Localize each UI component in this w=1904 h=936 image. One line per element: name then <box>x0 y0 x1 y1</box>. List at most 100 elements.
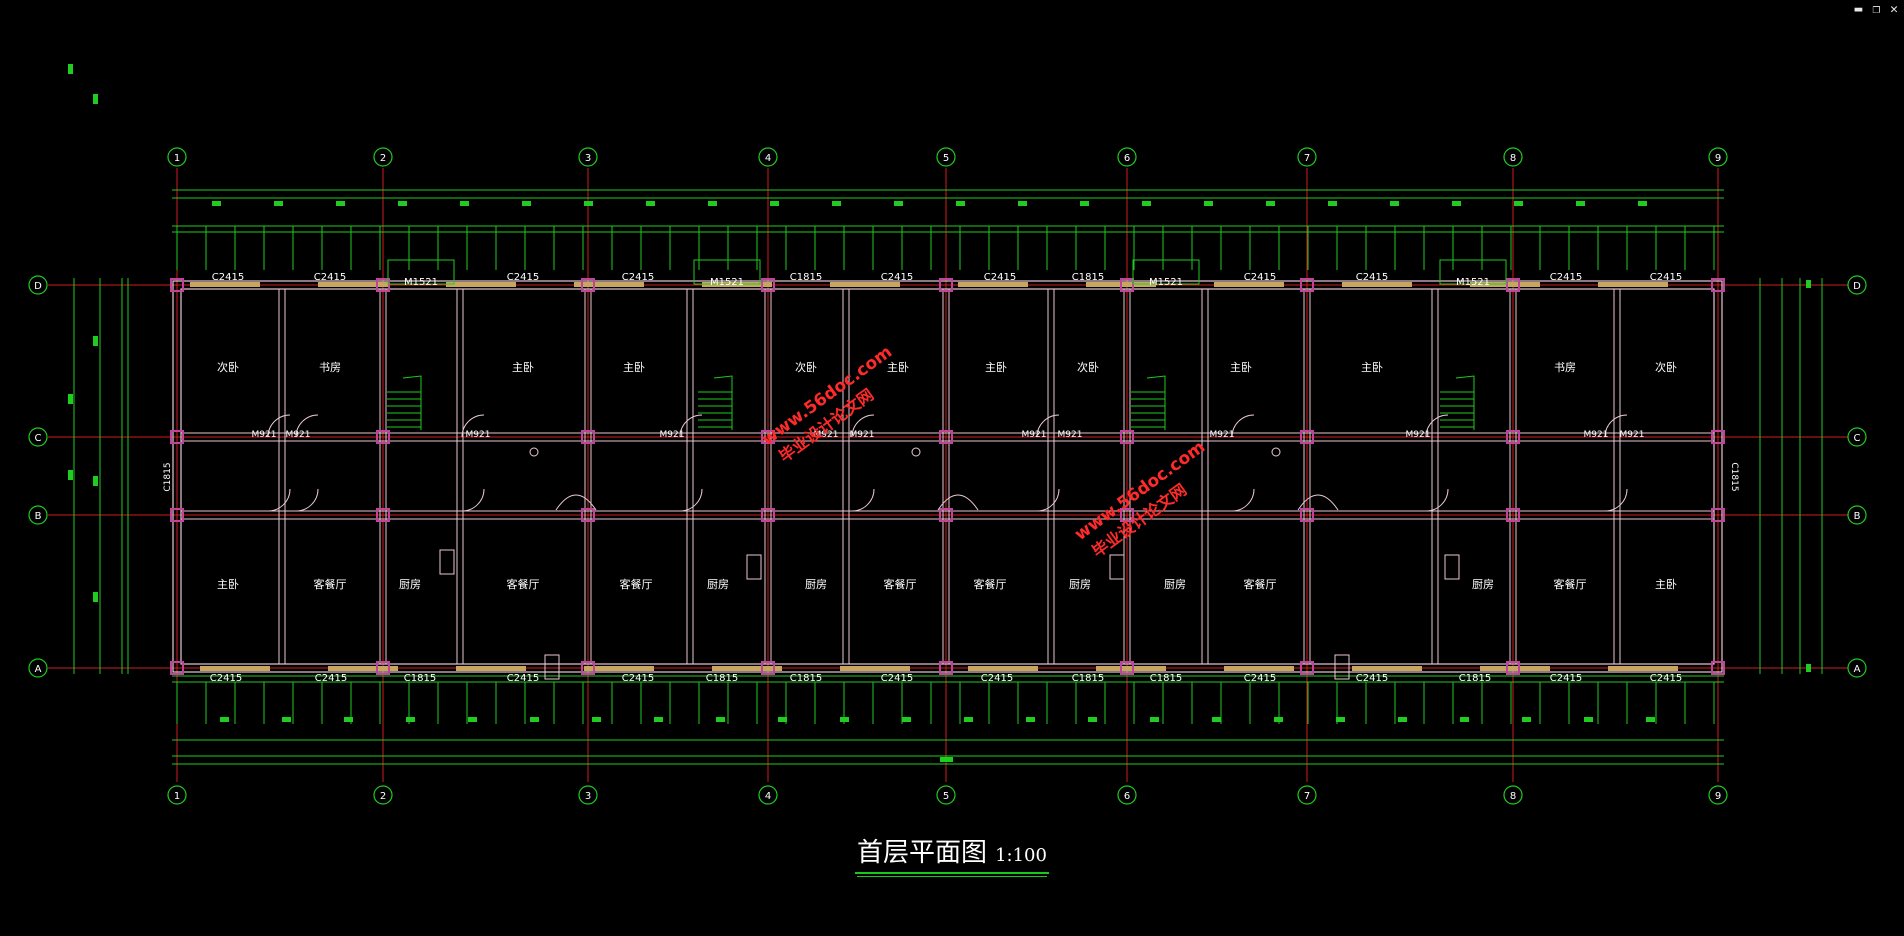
axis-bubble <box>758 147 778 167</box>
axis-label-top: 2 <box>380 153 386 164</box>
room-label: 次卧 <box>1077 360 1099 374</box>
dimension-mark <box>212 201 221 206</box>
structural-column <box>761 430 775 444</box>
dimension-mark <box>1638 201 1647 206</box>
dimension-mark <box>894 201 903 206</box>
structural-column <box>170 278 184 292</box>
door-label-entry: M1521 <box>1149 277 1183 288</box>
door-swing <box>295 414 319 438</box>
axis-bubble <box>1117 147 1137 167</box>
dimension-mark <box>1088 717 1097 722</box>
window-strip <box>584 666 654 671</box>
structural-column <box>1711 508 1725 522</box>
room-label: 主卧 <box>985 361 1007 374</box>
restore-icon[interactable]: ❐ <box>1872 2 1881 17</box>
structural-column <box>1120 278 1134 292</box>
window-strip <box>840 666 910 671</box>
dimension-mark <box>1806 664 1811 672</box>
axis-label-top: 7 <box>1304 153 1310 164</box>
dimension-mark <box>902 717 911 722</box>
room-label: 主卧 <box>512 361 534 374</box>
window-strip <box>446 282 516 287</box>
wall-outline <box>180 288 1715 665</box>
dimension-mark <box>93 94 98 104</box>
window-label-bottom: C1815 <box>790 673 822 684</box>
window-strip <box>1352 666 1422 671</box>
dimension-mark <box>530 717 539 722</box>
toilet-fixture <box>529 447 539 457</box>
door-swing <box>461 414 485 438</box>
room-label: 次卧 <box>217 360 239 374</box>
axis-label-right: D <box>1853 281 1861 292</box>
window-label-top: C2415 <box>622 272 654 283</box>
stair-rail <box>713 375 733 430</box>
axis-bubble <box>578 785 598 805</box>
structural-column <box>1711 430 1725 444</box>
window-label-bottom: C1815 <box>1150 673 1182 684</box>
door-label: M921 <box>1620 430 1645 440</box>
dimension-mark <box>274 201 283 206</box>
axis-label-top: 1 <box>174 153 180 164</box>
axis-label-bottom: 1 <box>174 791 180 802</box>
bath-fixture <box>555 494 597 511</box>
room-label: 厨房 <box>399 578 421 591</box>
structural-column <box>1506 508 1520 522</box>
dimension-mark <box>1266 201 1275 206</box>
bath-fixture <box>937 494 979 511</box>
close-icon[interactable]: ✕ <box>1890 2 1898 17</box>
axis-label-bottom: 7 <box>1304 791 1310 802</box>
axis-label-left: A <box>35 664 42 675</box>
structural-column <box>1300 278 1314 292</box>
structural-column <box>170 661 184 675</box>
dimension-mark <box>1460 717 1469 722</box>
stair <box>1440 375 1475 430</box>
axis-bubble <box>758 785 778 805</box>
axis-label-top: 3 <box>585 153 591 164</box>
door-label: M921 <box>850 430 875 440</box>
minimize-icon[interactable]: ▬ <box>1854 2 1863 17</box>
axis-bubble <box>1847 505 1867 525</box>
dimension-mark <box>1018 201 1027 206</box>
door-label: M921 <box>814 430 839 440</box>
dimension-mark <box>93 592 98 602</box>
door-label: M921 <box>286 430 311 440</box>
door-label: M921 <box>660 430 685 440</box>
window-label-top: C2415 <box>314 272 346 283</box>
axis-bubble <box>28 505 48 525</box>
dimension-mark <box>93 336 98 346</box>
window-label-top: C2415 <box>881 272 913 283</box>
room-label: 客餐厅 <box>1554 577 1587 591</box>
dimension-mark <box>770 201 779 206</box>
dimension-mark <box>398 201 407 206</box>
room-label: 主卧 <box>217 578 239 591</box>
window-label-top: C1815 <box>1072 272 1104 283</box>
structural-column <box>1506 661 1520 675</box>
window-label-side: C1815 <box>163 462 173 491</box>
window-strip <box>1096 666 1166 671</box>
axis-bubble <box>1117 785 1137 805</box>
door-swing <box>679 488 703 512</box>
window-label-bottom: C2415 <box>1650 673 1682 684</box>
room-label: 主卧 <box>1655 578 1677 591</box>
structural-column <box>1300 508 1314 522</box>
room-label: 厨房 <box>1164 578 1186 591</box>
window-strip <box>328 666 398 671</box>
door-swing <box>1425 414 1449 438</box>
window-label-top: C2415 <box>507 272 539 283</box>
wall-outline <box>172 280 1723 673</box>
axis-label-top: 5 <box>943 153 949 164</box>
axis-bubble <box>1847 658 1867 678</box>
structural-column <box>581 278 595 292</box>
dimension-mark <box>708 201 717 206</box>
axis-label-bottom: 6 <box>1124 791 1130 802</box>
dimension-mark <box>1398 717 1407 722</box>
dimension-mark <box>1328 201 1337 206</box>
window-label-bottom: C1815 <box>706 673 738 684</box>
door-swing <box>851 488 875 512</box>
door-label: M921 <box>1022 430 1047 440</box>
structural-column <box>761 508 775 522</box>
dimension-mark <box>1204 201 1213 206</box>
window-label-top: C2415 <box>212 272 244 283</box>
structural-column <box>761 278 775 292</box>
